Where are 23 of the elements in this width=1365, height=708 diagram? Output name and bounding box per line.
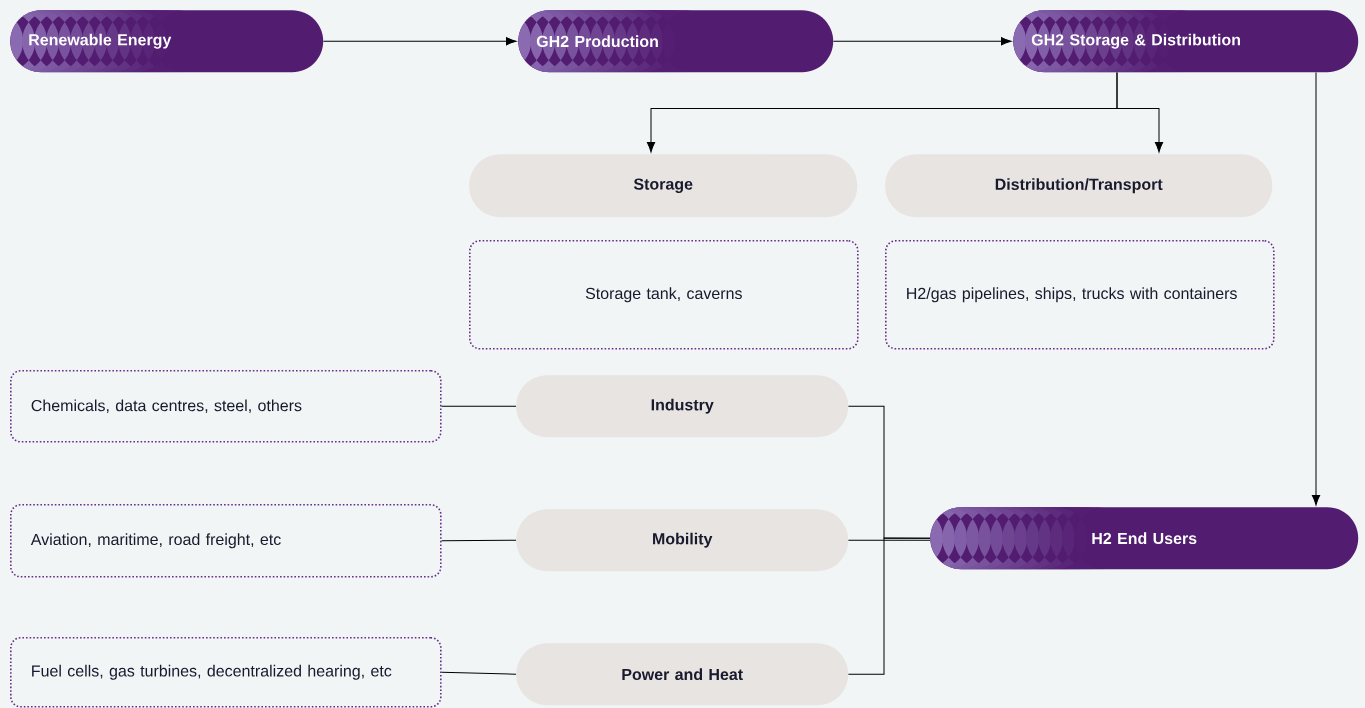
connector-line	[441, 671, 517, 675]
category-box: Storage	[469, 154, 858, 218]
arrow	[1311, 71, 1321, 506]
stage-box: GH2 Production	[518, 10, 834, 73]
detail-box: H2/gas pipelines, ships, trucks with containers	[885, 240, 1275, 350]
arrow	[1116, 71, 1164, 153]
stage-box: Renewable Energy	[10, 10, 324, 73]
detail-box: Storage tank, caverns	[469, 240, 859, 350]
arrow	[832, 37, 1012, 46]
connector-line	[441, 539, 517, 542]
detail-box: Chemicals, data centres, steel, others	[10, 370, 442, 443]
connector-line	[847, 539, 931, 541]
detail-box: Fuel cells, gas turbines, decentralized hearing, etc	[10, 637, 442, 708]
stage-box: GH2 Storage & Distribution	[1013, 10, 1359, 73]
category-box: Industry	[516, 375, 849, 438]
category-box: Mobility	[516, 509, 849, 572]
detail-box: Aviation, maritime, road freight, etc	[10, 504, 442, 578]
category-box: Power and Heat	[516, 643, 849, 706]
connector-line	[847, 537, 931, 675]
category-box: Distribution/Transport	[885, 154, 1273, 218]
connector-line	[441, 405, 517, 407]
stage-box: H2 End Users	[930, 507, 1359, 570]
arrow	[322, 37, 517, 46]
